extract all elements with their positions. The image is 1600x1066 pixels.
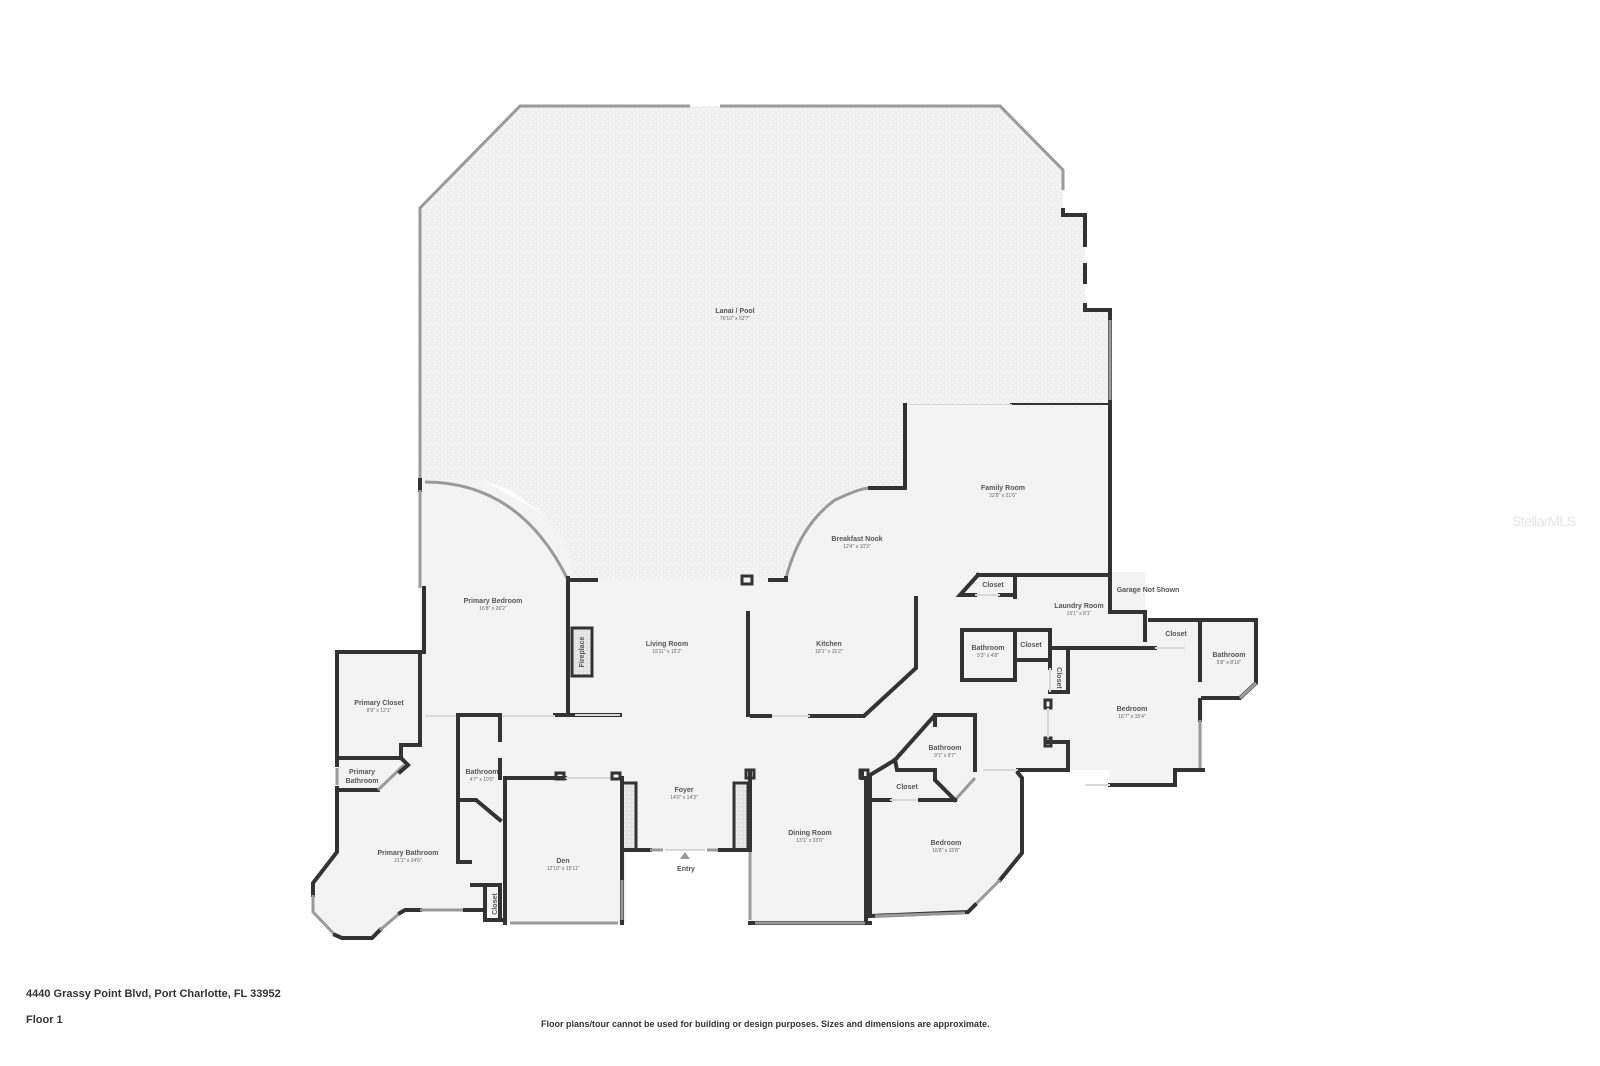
svg-text:Closet: Closet [1165,631,1187,638]
property-address: 4440 Grassy Point Blvd, Port Charlotte, … [26,988,281,1000]
svg-text:Bathroom: Bathroom [928,745,961,752]
svg-text:Closet: Closet [1020,642,1042,649]
svg-text:15'1" x 8'1": 15'1" x 8'1" [1067,611,1092,617]
svg-text:16'7" x 15'4": 16'7" x 15'4" [1118,714,1146,720]
room-den: Den 12'10" x 15'11" [547,858,580,872]
disclaimer-text: Floor plans/tour cannot be used for buil… [541,1019,990,1029]
room-primary-bathroom: Primary Bathroom 21'1" x 24'6" [377,850,438,864]
svg-text:Garage Not Shown: Garage Not Shown [1117,587,1180,594]
svg-text:18'1" x 15'2": 18'1" x 15'2" [815,649,843,655]
svg-text:16'8" x 15'8": 16'8" x 15'8" [932,848,960,854]
walls [311,403,1258,940]
svg-text:Foyer: Foyer [674,787,693,794]
svg-text:Kitchen: Kitchen [816,641,842,648]
watermark-logo: StellarMLS [1512,513,1576,529]
svg-text:Bathroom: Bathroom [971,645,1004,652]
svg-text:8'9" x 12'1": 8'9" x 12'1" [367,708,392,714]
fireplace-label: Fireplace [579,637,586,668]
svg-text:Primary: Primary [349,769,375,776]
svg-text:Bathroom: Bathroom [465,769,498,776]
room-breakfast-nook: Breakfast Nook 12'4" x 10'3" [831,536,882,550]
svg-text:Primary Bedroom: Primary Bedroom [464,598,523,605]
room-closet-den: Closet [492,893,499,915]
svg-text:12'4" x 10'3": 12'4" x 10'3" [843,544,871,550]
svg-text:Fireplace: Fireplace [579,637,586,668]
svg-text:Family Room: Family Room [981,485,1025,492]
svg-text:Bathroom: Bathroom [345,778,378,785]
svg-text:21'1" x 24'6": 21'1" x 24'6" [394,858,422,864]
svg-text:Closet: Closet [896,784,918,791]
room-closet-mid: Closet [1020,642,1042,649]
room-living-room: Living Room 19'11" x 15'2" [646,641,688,655]
svg-text:Dining Room: Dining Room [788,830,832,837]
svg-text:12'10" x 15'11": 12'10" x 15'11" [547,866,580,872]
room-bathroom-south: Bathroom 9'1" x 9'7" [928,745,961,759]
room-foyer: Foyer 14'0" x 14'3" [670,787,698,801]
svg-text:Bedroom: Bedroom [1117,706,1148,713]
svg-text:13'1" x 23'0": 13'1" x 23'0" [796,838,824,844]
room-closet-laundry: Closet [982,582,1004,589]
svg-text:76'10" x 52'7": 76'10" x 52'7" [720,316,750,322]
svg-text:4'7" x 10'0": 4'7" x 10'0" [470,777,495,783]
room-closet-east: Closet [1165,631,1187,638]
room-bathroom-east: Bathroom 5'8" x 8'10" [1212,652,1245,666]
svg-text:Breakfast Nook: Breakfast Nook [831,536,882,543]
room-lanai-pool: Lanai / Pool 76'10" x 52'7" [715,308,754,322]
entry-label: Entry [677,866,695,873]
room-primary-bedroom: Primary Bedroom 16'8" x 26'2" [464,598,523,612]
svg-text:16'8" x 26'2": 16'8" x 26'2" [479,606,507,612]
svg-text:9'1" x 9'7": 9'1" x 9'7" [934,753,956,759]
svg-text:Bathroom: Bathroom [1212,652,1245,659]
entry-arrow-icon [680,852,690,859]
svg-text:22'8" x 21'6": 22'8" x 21'6" [989,493,1017,499]
room-bathroom-hall: Bathroom 4'7" x 10'0" [465,769,498,783]
room-bedroom-south: Bedroom 16'8" x 15'8" [931,840,962,854]
room-primary-closet: Primary Closet 8'9" x 12'1" [354,700,404,714]
floor-label: Floor 1 [26,1014,63,1026]
svg-text:Closet: Closet [492,893,499,915]
fireplace [570,626,594,678]
room-primary-bathroom-wc: Primary Bathroom [345,769,378,785]
svg-text:5'3" x 4'8": 5'3" x 4'8" [977,653,999,659]
svg-text:19'11" x 15'2": 19'11" x 15'2" [652,649,682,655]
room-closet-vertical: Closet [1055,667,1062,689]
svg-text:Closet: Closet [1055,667,1062,689]
svg-text:Bedroom: Bedroom [931,840,962,847]
garage-annotation: Garage Not Shown [1117,587,1180,594]
svg-text:Primary Bathroom: Primary Bathroom [377,850,438,857]
room-bathroom-small: Bathroom 5'3" x 4'8" [971,645,1004,659]
room-labels: Lanai / Pool 76'10" x 52'7" Primary Bedr… [345,308,1245,915]
room-bedroom-east: Bedroom 16'7" x 15'4" [1117,706,1148,720]
room-laundry-room: Laundry Room 15'1" x 8'1" [1054,603,1103,617]
svg-text:5'8" x 8'10": 5'8" x 8'10" [1217,660,1242,666]
svg-text:Den: Den [556,858,569,865]
svg-text:Closet: Closet [982,582,1004,589]
room-family-room: Family Room 22'8" x 21'6" [981,485,1025,499]
svg-text:14'0" x 14'3": 14'0" x 14'3" [670,795,698,801]
room-kitchen: Kitchen 18'1" x 15'2" [815,641,843,655]
svg-text:Entry: Entry [677,866,695,873]
svg-text:Lanai / Pool: Lanai / Pool [715,308,754,315]
svg-text:Living Room: Living Room [646,641,688,648]
room-dining-room: Dining Room 13'1" x 23'0" [788,830,832,844]
svg-text:Laundry Room: Laundry Room [1054,603,1103,610]
room-closet-south: Closet [896,784,918,791]
svg-text:Primary Closet: Primary Closet [354,700,404,707]
